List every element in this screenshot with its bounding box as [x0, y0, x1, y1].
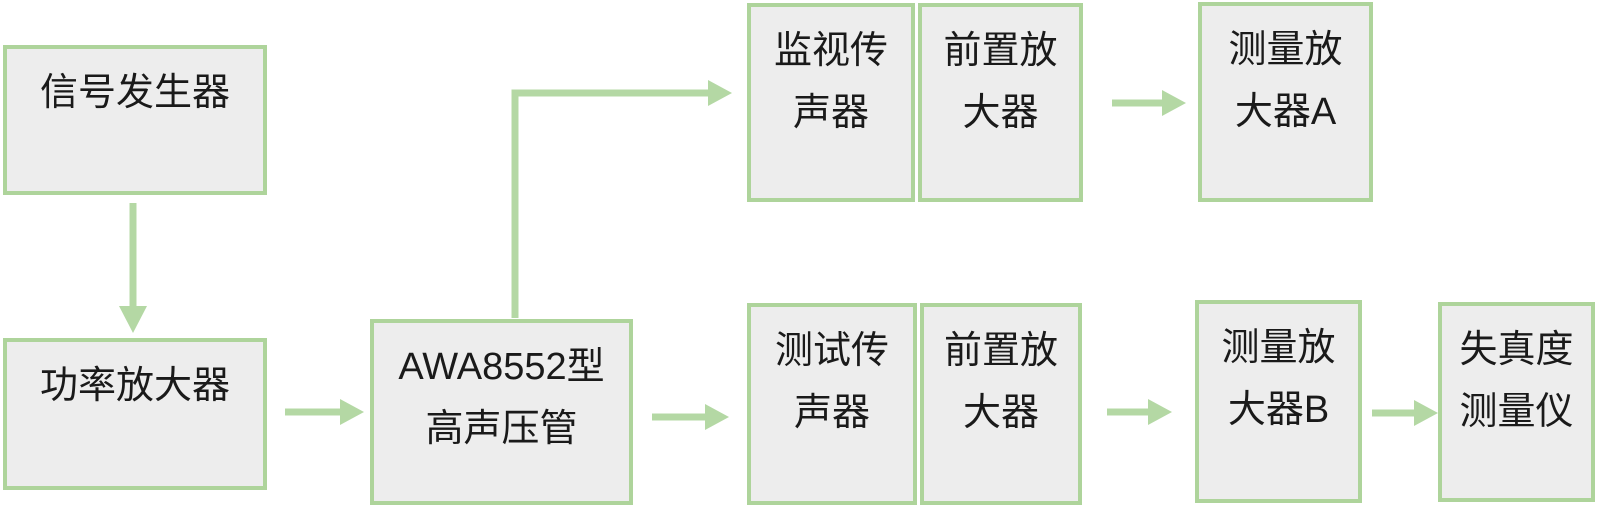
box-test-mic: 测试传 声器 — [747, 303, 917, 505]
box-preamp-top-label-line1: 前置放 — [943, 30, 1058, 72]
box-preamp-bottom-label-line1: 前置放 — [943, 330, 1058, 372]
box-test-mic-label-line2: 声器 — [793, 392, 870, 434]
box-measuring-amp-a-label-line1: 测量放 — [1228, 29, 1343, 71]
box-distortion-meter-label-line1: 失真度 — [1459, 329, 1574, 371]
arrow-awa-to-monitor-mic — [511, 80, 732, 318]
box-preamp-bottom: 前置放 大器 — [920, 303, 1082, 505]
box-monitor-mic-label-line1: 监视传 — [773, 30, 888, 72]
box-signal-generator-label: 信号发生器 — [39, 72, 230, 114]
box-awa-tube-label-line1: AWA8552型 — [398, 346, 605, 388]
arrow-preamp-to-amp-a — [1112, 90, 1186, 116]
arrow-signal-to-power — [119, 203, 147, 333]
box-measuring-amp-b-label-line1: 测量放 — [1221, 327, 1336, 369]
box-measuring-amp-a: 测量放 大器A — [1198, 2, 1373, 202]
box-signal-generator: 信号发生器 — [3, 45, 267, 195]
box-power-amplifier-label: 功率放大器 — [39, 365, 230, 407]
box-monitor-mic-label-line2: 声器 — [792, 92, 869, 134]
arrow-preamp-to-amp-b — [1107, 399, 1172, 425]
box-preamp-bottom-label-line2: 大器 — [962, 392, 1039, 434]
box-measuring-amp-b: 测量放 大器B — [1195, 300, 1362, 503]
arrow-amp-b-to-distortion — [1372, 400, 1438, 426]
box-preamp-top: 前置放 大器 — [918, 3, 1083, 202]
box-distortion-meter: 失真度 测量仪 — [1438, 302, 1595, 502]
box-awa-tube-label-line2: 高声压管 — [425, 408, 578, 450]
box-measuring-amp-a-label-line2: 大器A — [1234, 91, 1337, 133]
arrow-power-to-awa — [285, 399, 364, 425]
box-test-mic-label-line1: 测试传 — [774, 330, 889, 372]
arrow-awa-to-test-mic — [652, 404, 729, 430]
box-measuring-amp-b-label-line2: 大器B — [1227, 389, 1330, 431]
box-distortion-meter-label-line2: 测量仪 — [1459, 391, 1574, 433]
box-power-amplifier: 功率放大器 — [3, 338, 267, 490]
box-preamp-top-label-line2: 大器 — [962, 92, 1039, 134]
box-awa-tube: AWA8552型 高声压管 — [370, 319, 633, 505]
box-monitor-mic: 监视传 声器 — [747, 3, 915, 202]
